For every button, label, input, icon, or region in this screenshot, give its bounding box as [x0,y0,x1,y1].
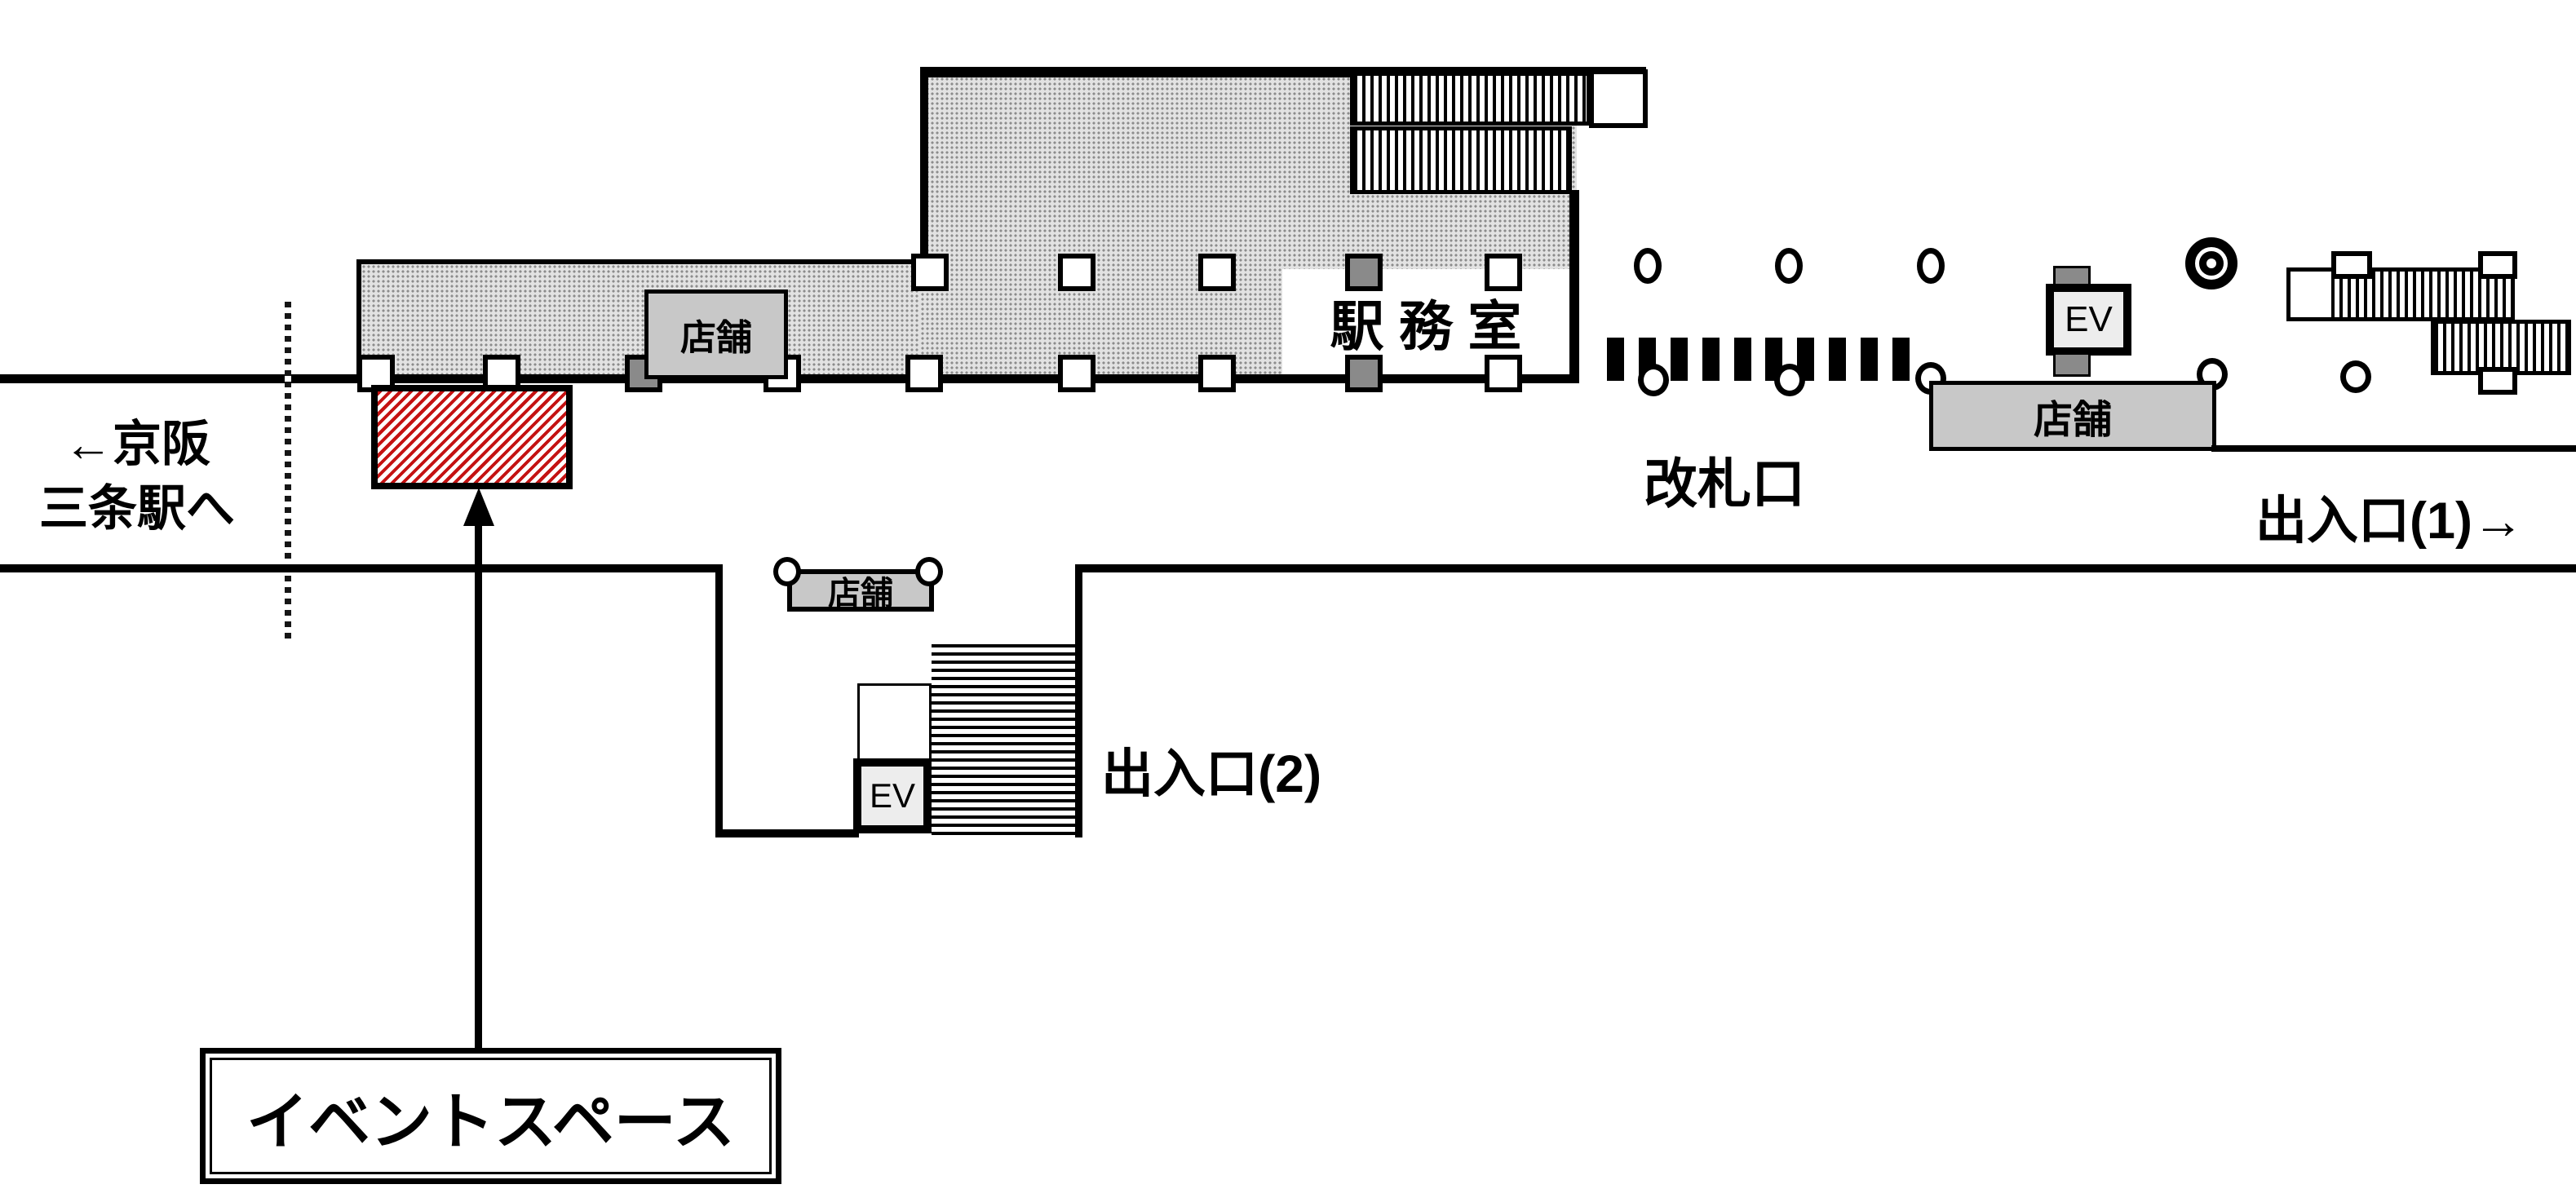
direction-keihan-label: ←京阪 三条駅へ [15,412,259,541]
column-circle [1774,364,1805,396]
station-office-label: 駅 務 室 [1330,296,1522,356]
pillar [1058,254,1095,291]
event-space-label: イベントスペース [210,1058,772,1174]
exit2-label: 出入口(2) [1101,745,1322,803]
stairwell-left-wall [715,564,723,837]
pillar [911,254,949,291]
ev-lower-box: EV [853,758,932,833]
ticket-gate-bar [1702,338,1720,381]
ticket-gate-label: 改札口 [1644,453,1805,514]
stairwell-right-wall [1075,564,1082,837]
column-circle [1775,248,1803,284]
pillar [1485,355,1522,392]
pillar [905,355,943,392]
building-right-edge [1569,190,1579,383]
shop-south-label: 店舗 [828,576,893,612]
shop-east-label: 店舗 [2033,399,2112,442]
pillar [1058,355,1095,392]
exit1-label: 出入口(1)→ [2255,493,2524,550]
pillar-dark [1345,355,1383,392]
pillar-dark [1345,254,1383,291]
callout-arrow-shaft [475,522,482,1050]
boundary-line-south-west [0,564,723,572]
shop-west-box: 店舗 [644,289,788,379]
column-circle [1634,248,1662,284]
stairwell-bottom-wall [715,829,859,837]
column-circle [915,557,943,586]
dashed-boundary-line [285,302,291,640]
column-circle [2340,360,2371,393]
direction-keihan-line1: ←京阪 [64,417,210,471]
stairs-north-landing [1589,69,1648,128]
concourse-west-strip [356,259,924,379]
stairs-exit1-landing [2291,272,2331,317]
stairs-exit2 [932,644,1075,837]
double-ring-column [2185,237,2237,289]
building-left-edge [920,72,928,263]
event-space-callout-box: イベントスペース [200,1048,781,1184]
column-circle [1638,364,1669,396]
ev-lower-label: EV [869,776,916,815]
pillar [1198,355,1236,392]
ev-upper-tab-bottom [2053,352,2091,377]
ticket-gate-bar [1829,338,1846,381]
ticket-gate-bar [1671,338,1688,381]
boundary-line-south-east [1075,564,2576,572]
callout-arrow-head-icon [463,488,494,526]
column-circle [1917,248,1945,284]
ev-lower-shaft [857,683,932,762]
station-office-room: 駅 務 室 [1282,269,1569,375]
pillar [1485,254,1522,291]
stairs-north-upper [1350,72,1591,126]
column-circle [773,557,801,586]
direction-keihan-line2: 三条駅へ [39,481,235,537]
ev-upper-label: EV [2065,299,2113,339]
stairs-north-lower [1350,126,1572,194]
ticket-gate-bar [1734,338,1751,381]
ticket-gate-bar [1607,338,1624,381]
stairs-exit1-bottom-box [2478,367,2517,395]
shop-west-label: 店舗 [680,318,752,358]
shop-east-box: 店舗 [1929,381,2216,451]
stairs-exit1-top-box2 [2478,251,2517,279]
boundary-line-east [2211,445,2576,452]
double-ring-inner [2199,251,2224,276]
ticket-gate-bar [1892,338,1910,381]
ev-upper-box: EV [2046,284,2131,356]
stairs-exit1-top-box [2331,251,2372,279]
event-space-area [371,385,573,489]
shop-south-box: 店舗 [787,569,934,612]
pillar [1198,254,1236,291]
ticket-gate-bar [1861,338,1878,381]
